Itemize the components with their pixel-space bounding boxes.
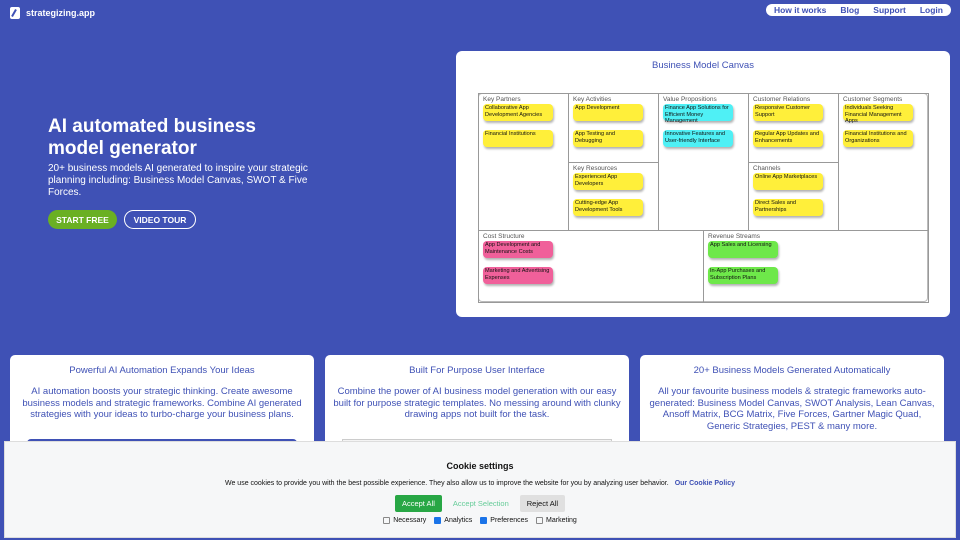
sticky-note[interactable]: Financial Institutions and Organizations	[843, 130, 913, 147]
nav-blog[interactable]: Blog	[840, 5, 860, 15]
feature-card-ui: Built For Purpose User Interface Combine…	[325, 355, 629, 455]
feature-text: All your favourite business models & str…	[649, 386, 935, 432]
video-tour-button[interactable]: VIDEO TOUR	[124, 210, 196, 229]
hero-title: AI automated business model generator	[48, 116, 256, 159]
sticky-note[interactable]: Marketing and Advertising Expenses	[483, 267, 553, 284]
cell-label: Customer Relations	[753, 96, 811, 103]
sticky-note[interactable]: Regular App Updates and Enhancements	[753, 130, 823, 147]
cell-label: Cost Structure	[483, 233, 525, 240]
sticky-note[interactable]: Cutting-edge App Development Tools	[573, 199, 643, 216]
cookie-options: Necessary Analytics Preferences Marketing	[5, 517, 955, 524]
checkbox[interactable]	[383, 517, 391, 524]
cookie-option-marketing[interactable]: Marketing	[536, 517, 577, 524]
cell-label: Value Propositions	[663, 96, 717, 103]
nav-login[interactable]: Login	[919, 5, 943, 15]
sticky-note[interactable]: In-App Purchases and Subscription Plans	[708, 267, 778, 284]
sticky-note[interactable]: Individuals Seeking Financial Management…	[843, 104, 913, 124]
cell-label: Key Activities	[573, 96, 612, 103]
sticky-note[interactable]: Experienced App Developers	[573, 173, 643, 190]
feature-text: AI automation boosts your strategic thin…	[22, 386, 302, 420]
feature-card-models: 20+ Business Models Generated Automatica…	[640, 355, 944, 455]
start-free-button[interactable]: START FREE	[48, 210, 117, 229]
logo-icon	[10, 7, 20, 19]
checkbox-label: Analytics	[444, 517, 473, 524]
cell-label: Key Resources	[573, 165, 618, 172]
sticky-note[interactable]: Innovative Features and User-friendly In…	[663, 130, 733, 147]
sticky-note[interactable]: Financial Institutions	[483, 130, 553, 147]
feature-title: Powerful AI Automation Expands Your Idea…	[69, 365, 255, 376]
feature-title: 20+ Business Models Generated Automatica…	[693, 365, 891, 376]
cookie-message: We use cookies to provide you with the b…	[5, 480, 955, 487]
checkbox[interactable]	[536, 517, 544, 524]
cookie-option-preferences[interactable]: Preferences	[480, 517, 528, 524]
sticky-note[interactable]: Responsive Customer Support	[753, 104, 823, 121]
canvas-title: Business Model Canvas	[652, 60, 754, 71]
cell-label: Channels	[753, 165, 781, 172]
nav-how-it-works[interactable]: How it works	[773, 5, 827, 15]
checkbox-label: Preferences	[490, 517, 529, 524]
sticky-note[interactable]: App Development	[573, 104, 643, 121]
cookie-option-necessary[interactable]: Necessary	[383, 517, 426, 524]
cell-label: Customer Segments	[843, 96, 903, 103]
sticky-note[interactable]: Finance App Solutions for Efficient Mone…	[663, 104, 733, 124]
cookie-banner: Cookie settings We use cookies to provid…	[4, 441, 956, 538]
cookie-policy-link[interactable]: Our Cookie Policy	[674, 480, 735, 487]
top-nav: How it works Blog Support Login	[765, 4, 951, 16]
nav-support[interactable]: Support	[873, 5, 906, 15]
hero-subtitle: 20+ business models AI generated to insp…	[48, 163, 308, 198]
feature-title: Built For Purpose User Interface	[409, 365, 545, 376]
checkbox-label: Marketing	[546, 517, 577, 524]
checkbox-label: Necessary	[393, 517, 427, 524]
cookie-option-analytics[interactable]: Analytics	[434, 517, 472, 524]
brand-logo[interactable]: strategizing.app	[10, 7, 95, 19]
checkbox[interactable]	[434, 517, 442, 524]
cell-label: Key Partners	[483, 96, 521, 103]
feature-text: Combine the power of AI business model g…	[333, 386, 621, 420]
accept-all-button[interactable]: Accept All	[394, 495, 442, 512]
checkbox[interactable]	[480, 517, 488, 524]
reject-all-button[interactable]: Reject All	[519, 495, 566, 512]
feature-card-ai: Powerful AI Automation Expands Your Idea…	[10, 355, 314, 455]
sticky-note[interactable]: Collaborative App Development Agencies	[483, 104, 553, 121]
sticky-note[interactable]: App Testing and Debugging	[573, 130, 643, 147]
cookie-text: We use cookies to provide you with the b…	[224, 480, 669, 487]
sticky-note[interactable]: Direct Sales and Partnerships	[753, 199, 823, 216]
sticky-note[interactable]: App Sales and Licensing	[708, 241, 778, 258]
accept-selection-button[interactable]: Accept Selection	[452, 499, 509, 508]
sticky-note[interactable]: App Development and Maintenance Costs	[483, 241, 553, 258]
sticky-note[interactable]: Online App Marketplaces	[753, 173, 823, 190]
cookie-title: Cookie settings	[446, 461, 514, 471]
cell-label: Revenue Streams	[708, 233, 761, 240]
brand-name: strategizing.app	[26, 8, 96, 18]
